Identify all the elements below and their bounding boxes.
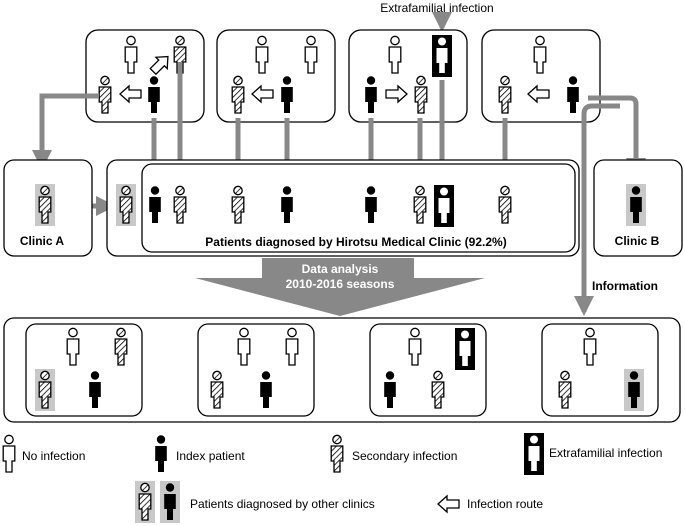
legend-secondary-infection-label: Secondary infection [352, 449, 457, 463]
clinic-a-label: Clinic A [20, 234, 65, 248]
infection-route-icon [437, 495, 460, 513]
legend: No infection Index patient Secondary inf… [2, 433, 662, 523]
analysis-line2: 2010-2016 seasons [286, 277, 395, 291]
result-family-1 [25, 323, 143, 417]
legend-index-patient: Index patient [155, 435, 245, 472]
legend-other-clinics: Patients diagnosed by other clinics [135, 481, 375, 523]
legend-secondary-infection: Secondary infection [330, 434, 457, 473]
legend-extrafamilial-infection: Extrafamilial infection [524, 433, 662, 475]
legend-infection-route-label: Infection route [467, 497, 543, 511]
no-infection-icon [2, 434, 16, 473]
results-box [3, 317, 681, 423]
extrafamilial-infection-icon [524, 433, 544, 475]
legend-extrafamilial-label: Extrafamilial infection [549, 446, 662, 460]
extrafamilial-infection-icon [455, 328, 475, 370]
analysis-line1: Data analysis [302, 262, 379, 276]
family-box-2 [216, 29, 336, 123]
family-box-4 [481, 29, 601, 123]
hirotsu-label: Patients diagnosed by Hirotsu Medical Cl… [205, 235, 506, 249]
extrafamilial-infection-label: Extrafamilial infection [380, 1, 493, 15]
clinic-b-box: Clinic B [593, 159, 683, 257]
legend-infection-route: Infection route [437, 495, 543, 513]
index-patient-icon [155, 435, 167, 472]
legend-no-infection: No infection [2, 434, 85, 473]
extrafamilial-infection-icon [432, 35, 452, 77]
hirotsu-clinic-box: Patients diagnosed by Hirotsu Medical Cl… [106, 159, 580, 257]
result-family-3 [369, 323, 487, 417]
clinic-a-box: Clinic A [3, 159, 93, 257]
family-box-1 [85, 29, 205, 123]
legend-other-clinics-label: Patients diagnosed by other clinics [190, 497, 375, 511]
clinic-b-label: Clinic B [615, 234, 660, 248]
extrafamilial-infection-icon [434, 185, 454, 227]
legend-no-infection-label: No infection [22, 449, 85, 463]
information-label: Information [592, 279, 658, 293]
family-box-3 [348, 29, 468, 123]
legend-index-patient-label: Index patient [176, 449, 245, 463]
data-analysis-arrow: Data analysis 2010-2016 seasons [195, 258, 485, 316]
result-family-2 [197, 323, 315, 417]
secondary-infection-icon [330, 434, 344, 473]
result-family-4 [541, 323, 659, 417]
